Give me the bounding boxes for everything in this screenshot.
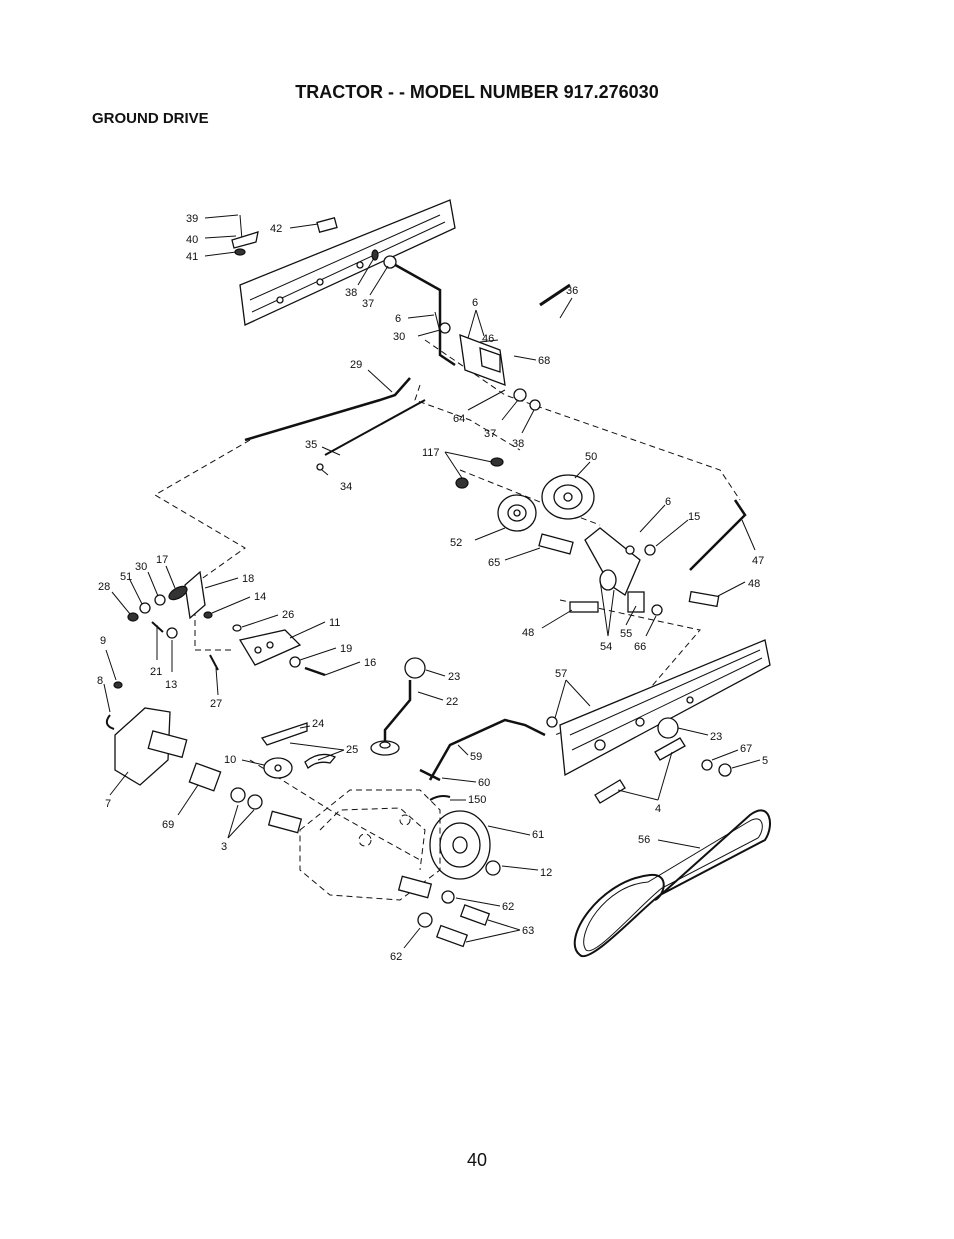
callout-50: 50 xyxy=(585,451,597,463)
callout-4: 4 xyxy=(655,803,661,815)
callout-15: 15 xyxy=(688,511,700,523)
callout-67: 67 xyxy=(740,743,752,755)
callout-8: 8 xyxy=(97,675,103,687)
callout-65: 65 xyxy=(488,557,500,569)
callout-62-a: 62 xyxy=(502,901,514,913)
callout-117: 117 xyxy=(422,447,440,459)
callout-41: 41 xyxy=(186,251,198,263)
callout-23-b: 23 xyxy=(710,731,722,743)
callout-51: 51 xyxy=(120,571,132,583)
lower-frame-rail xyxy=(559,639,771,777)
callout-56: 56 xyxy=(638,834,650,846)
callout-19: 19 xyxy=(340,643,352,655)
wheel-hub xyxy=(114,707,222,792)
callout-18: 18 xyxy=(242,573,254,585)
drive-belt xyxy=(573,809,771,958)
callout-69: 69 xyxy=(162,819,174,831)
callout-14: 14 xyxy=(254,591,266,603)
callout-30-b: 30 xyxy=(135,561,147,573)
callout-42: 42 xyxy=(270,223,282,235)
callout-47: 47 xyxy=(752,555,764,567)
callout-68: 68 xyxy=(538,355,550,367)
callout-64: 64 xyxy=(453,413,465,425)
linkage-rods xyxy=(244,260,747,781)
callout-6-a: 6 xyxy=(395,313,401,325)
callout-40: 40 xyxy=(186,234,198,246)
bottom-bolts xyxy=(417,890,491,948)
callout-labels: 39 40 41 42 38 37 6 30 6 36 46 68 29 xyxy=(97,213,768,963)
callout-34: 34 xyxy=(340,481,352,493)
callout-61: 61 xyxy=(532,829,544,841)
callout-55: 55 xyxy=(620,628,632,640)
callout-59: 59 xyxy=(470,751,482,763)
callout-11: 11 xyxy=(329,617,340,629)
callout-30-a: 30 xyxy=(393,331,405,343)
callout-17: 17 xyxy=(156,554,168,566)
callout-16: 16 xyxy=(364,657,376,669)
callout-60: 60 xyxy=(478,777,490,789)
callout-6-b: 6 xyxy=(472,297,478,309)
callout-62-b: 62 xyxy=(390,951,402,963)
callout-5: 5 xyxy=(762,755,768,767)
callout-48-a: 48 xyxy=(748,578,760,590)
transaxle-outline xyxy=(230,787,441,901)
callout-12: 12 xyxy=(540,867,552,879)
pulleys xyxy=(429,474,595,880)
callout-27: 27 xyxy=(210,698,222,710)
callout-24: 24 xyxy=(312,718,324,730)
callout-38-b: 38 xyxy=(512,438,524,450)
small-parts xyxy=(105,214,732,804)
callout-28: 28 xyxy=(98,581,110,593)
callout-7: 7 xyxy=(105,798,111,810)
page-number: 40 xyxy=(466,1150,488,1170)
callout-37: 37 xyxy=(362,298,374,310)
callout-37-b: 37 xyxy=(484,428,496,440)
callout-29: 29 xyxy=(350,359,362,371)
callout-48-b: 48 xyxy=(522,627,534,639)
callout-21: 21 xyxy=(150,666,162,678)
callout-3: 3 xyxy=(221,841,227,853)
callout-66: 66 xyxy=(634,641,646,653)
callout-46: 46 xyxy=(482,333,494,345)
callout-63: 63 xyxy=(522,925,534,937)
callout-52: 52 xyxy=(450,537,462,549)
callout-54: 54 xyxy=(600,641,612,653)
callout-9: 9 xyxy=(100,635,106,647)
section-subtitle: GROUND DRIVE xyxy=(92,110,209,127)
callout-26: 26 xyxy=(282,609,294,621)
page-title: TRACTOR - - MODEL NUMBER 917.276030 xyxy=(295,82,659,102)
callout-13: 13 xyxy=(165,679,177,691)
upper-frame-rail xyxy=(239,199,456,326)
callout-23-a: 23 xyxy=(448,671,460,683)
callout-57: 57 xyxy=(555,668,567,680)
callout-38: 38 xyxy=(345,287,357,299)
callout-35: 35 xyxy=(305,439,317,451)
callout-150: 150 xyxy=(468,794,486,806)
callout-39: 39 xyxy=(186,213,198,225)
callout-25: 25 xyxy=(346,744,358,756)
callout-36: 36 xyxy=(566,285,578,297)
callout-10: 10 xyxy=(224,754,236,766)
callout-22: 22 xyxy=(446,696,458,708)
callout-6-c: 6 xyxy=(665,496,671,508)
